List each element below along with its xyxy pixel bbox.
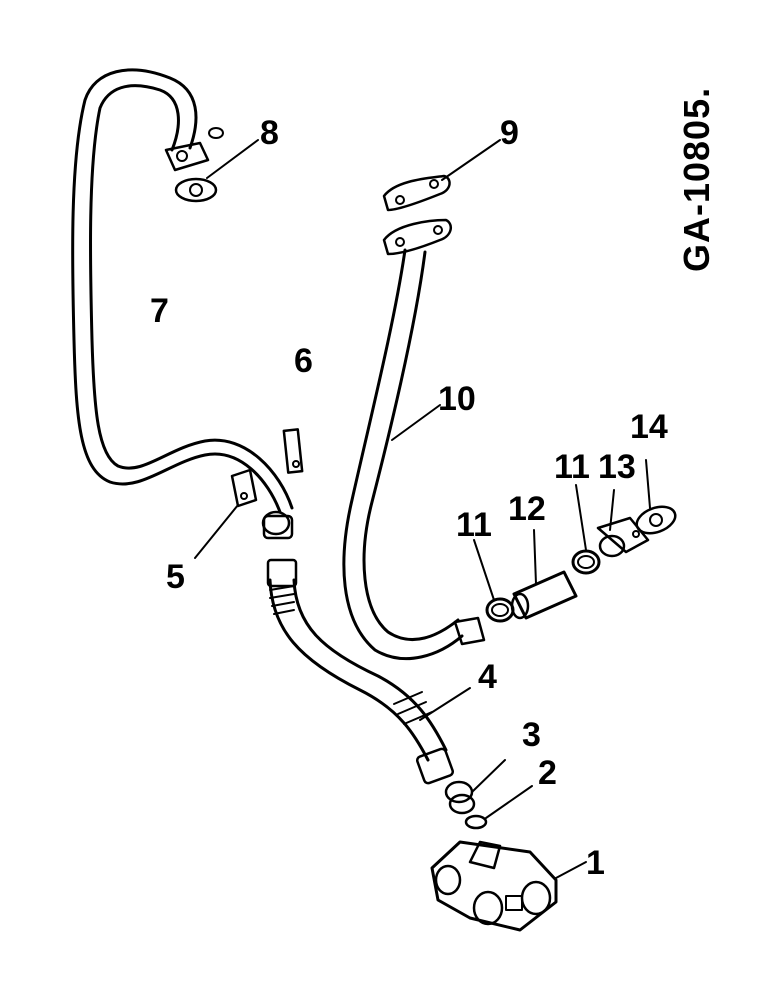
callout-11-right: 11: [554, 448, 590, 486]
part-11-clamp-right: [571, 484, 601, 575]
callout-5: 5: [166, 558, 185, 596]
callout-2: 2: [538, 754, 557, 792]
callout-10: 10: [438, 380, 476, 418]
part-9-flange-gasket: [382, 139, 501, 256]
callout-7: 7: [150, 292, 169, 330]
part-14-gasket: [635, 459, 677, 535]
part-1-housing: [430, 840, 587, 932]
part-2-o-ring: [464, 785, 533, 830]
callout-12: 12: [508, 490, 546, 528]
part-7-oil-line: [71, 68, 294, 540]
callout-11-left: 11: [456, 506, 492, 544]
part-13-flange-elbow: [596, 489, 650, 558]
part-5-clip: [194, 468, 258, 559]
callout-14: 14: [630, 408, 668, 446]
callout-3: 3: [522, 716, 541, 754]
drawing-code: GA-10805.: [676, 86, 717, 272]
part-10-return-line: [342, 248, 486, 661]
part-8-flange-gasket: [164, 127, 259, 203]
callout-9: 9: [500, 114, 519, 152]
part-11-clamp-left: [473, 539, 515, 623]
callout-6: 6: [294, 342, 313, 380]
part-4-flexible-hose: [266, 558, 471, 785]
callout-13: 13: [598, 448, 636, 486]
callout-1: 1: [586, 844, 605, 882]
part-6-plate: [282, 428, 304, 474]
part-3-adapter: [444, 759, 506, 815]
callout-8: 8: [260, 114, 279, 152]
part-12-sleeve: [510, 529, 578, 620]
callout-4: 4: [478, 658, 497, 696]
